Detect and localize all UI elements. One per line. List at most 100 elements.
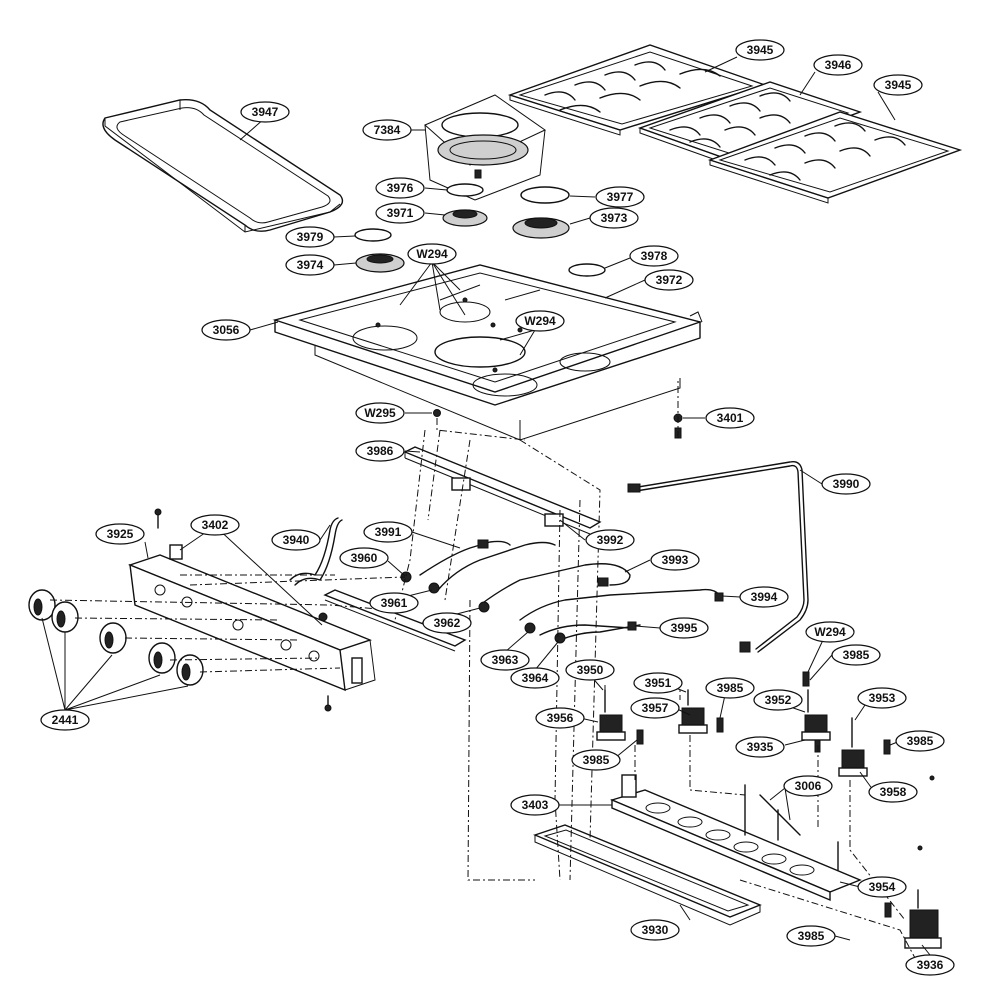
- svg-text:3962: 3962: [434, 616, 461, 630]
- callout-3964[interactable]: 3964: [510, 667, 560, 689]
- callout-3954[interactable]: 3954: [857, 876, 907, 898]
- knobs: [28, 589, 204, 686]
- svg-text:3940: 3940: [283, 533, 310, 547]
- callout-3940[interactable]: 3940: [271, 529, 321, 551]
- callout-3056[interactable]: 3056: [201, 319, 251, 341]
- callout-3986[interactable]: 3986: [355, 440, 405, 462]
- callout-3990[interactable]: 3990: [821, 473, 871, 495]
- svg-text:3954: 3954: [869, 880, 896, 894]
- svg-text:3952: 3952: [765, 693, 792, 707]
- callout-3985-c[interactable]: 3985: [571, 749, 621, 771]
- svg-text:3936: 3936: [917, 958, 944, 972]
- svg-text:W295: W295: [364, 406, 396, 420]
- callout-3978[interactable]: 3978: [629, 245, 679, 267]
- svg-text:W294: W294: [524, 314, 556, 328]
- svg-text:3985: 3985: [717, 681, 744, 695]
- callout-3992[interactable]: 3992: [585, 529, 635, 551]
- svg-text:7384: 7384: [374, 123, 401, 137]
- callout-3945-right[interactable]: 3945: [873, 74, 923, 96]
- svg-text:3957: 3957: [642, 701, 669, 715]
- knob-1: [28, 589, 56, 621]
- callout-3974[interactable]: 3974: [285, 254, 335, 276]
- svg-text:3995: 3995: [671, 621, 698, 635]
- svg-text:3953: 3953: [869, 691, 896, 705]
- svg-text:3972: 3972: [656, 273, 683, 287]
- callout-3951[interactable]: 3951: [633, 672, 683, 694]
- griddle: [102, 99, 344, 233]
- svg-text:3985: 3985: [798, 929, 825, 943]
- callout-3977[interactable]: 3977: [595, 186, 645, 208]
- callout-W294-mid[interactable]: W294: [515, 310, 565, 332]
- callout-3403[interactable]: 3403: [510, 794, 560, 816]
- igniter-switches: [596, 671, 942, 949]
- svg-text:3946: 3946: [825, 58, 852, 72]
- svg-text:3977: 3977: [607, 190, 634, 204]
- callout-3945-left[interactable]: 3945: [735, 39, 785, 61]
- callout-3973[interactable]: 3973: [589, 207, 639, 229]
- callout-3958[interactable]: 3958: [868, 781, 918, 803]
- callout-3947[interactable]: 3947: [240, 101, 290, 123]
- leader-lines: [41, 56, 931, 956]
- callout-3935[interactable]: 3935: [735, 736, 785, 758]
- callout-3976[interactable]: 3976: [375, 177, 425, 199]
- burner-caps: [354, 183, 606, 277]
- callout-2441[interactable]: 2441: [40, 709, 90, 731]
- cooktop: [272, 264, 703, 441]
- svg-text:3056: 3056: [213, 323, 240, 337]
- callout-3993[interactable]: 3993: [650, 549, 700, 571]
- callout-3972[interactable]: 3972: [644, 269, 694, 291]
- svg-text:3951: 3951: [645, 676, 672, 690]
- callout-3401[interactable]: 3401: [705, 407, 755, 429]
- callout-3963[interactable]: 3963: [480, 649, 530, 671]
- callout-3956[interactable]: 3956: [535, 707, 585, 729]
- svg-text:3963: 3963: [492, 653, 519, 667]
- switch-3952: [801, 689, 831, 741]
- callouts: 3945 3946 3945 3947 7384 3976 3977 3971 …: [40, 39, 955, 976]
- callout-3985-a[interactable]: 3985: [831, 644, 881, 666]
- callout-3971[interactable]: 3971: [375, 202, 425, 224]
- callout-3402[interactable]: 3402: [190, 514, 240, 536]
- callout-7384[interactable]: 7384: [362, 119, 412, 141]
- svg-text:3402: 3402: [202, 518, 229, 532]
- svg-text:3992: 3992: [597, 533, 624, 547]
- svg-text:3971: 3971: [387, 206, 414, 220]
- bottom-panel: [533, 824, 762, 926]
- gas-tubes: [419, 539, 724, 641]
- callout-3957[interactable]: 3957: [630, 697, 680, 719]
- callout-3985-d[interactable]: 3985: [895, 730, 945, 752]
- svg-text:3964: 3964: [522, 671, 549, 685]
- callout-3994[interactable]: 3994: [739, 586, 789, 608]
- svg-text:3961: 3961: [381, 596, 408, 610]
- callout-3961[interactable]: 3961: [369, 592, 419, 614]
- callout-3006[interactable]: 3006: [783, 775, 833, 797]
- callout-3962[interactable]: 3962: [422, 612, 472, 634]
- callout-3979[interactable]: 3979: [285, 226, 335, 248]
- callout-3985-b[interactable]: 3985: [705, 677, 755, 699]
- callout-3995[interactable]: 3995: [659, 617, 709, 639]
- callout-W295[interactable]: W295: [355, 402, 405, 424]
- svg-text:W294: W294: [416, 247, 448, 261]
- callout-W294-right[interactable]: W294: [805, 621, 855, 643]
- callout-3960[interactable]: 3960: [339, 547, 389, 569]
- callout-W294-top[interactable]: W294: [407, 243, 457, 265]
- callout-3936[interactable]: 3936: [905, 954, 955, 976]
- knob-4: [148, 642, 176, 674]
- svg-text:3006: 3006: [795, 779, 822, 793]
- svg-text:3978: 3978: [641, 249, 668, 263]
- svg-text:3985: 3985: [843, 648, 870, 662]
- callout-3985-e[interactable]: 3985: [786, 925, 836, 947]
- svg-text:3945: 3945: [885, 78, 912, 92]
- callout-3952[interactable]: 3952: [753, 689, 803, 711]
- svg-text:3935: 3935: [747, 740, 774, 754]
- callout-3953[interactable]: 3953: [857, 687, 907, 709]
- callout-3930[interactable]: 3930: [630, 919, 680, 941]
- manifold-bracket: [403, 446, 602, 535]
- callout-3950[interactable]: 3950: [565, 659, 615, 681]
- callout-3946[interactable]: 3946: [813, 54, 863, 76]
- callout-3991[interactable]: 3991: [363, 521, 413, 543]
- alignment-lines: [49, 380, 916, 959]
- svg-text:3403: 3403: [522, 798, 549, 812]
- callout-3925[interactable]: 3925: [95, 523, 145, 545]
- switch-3936: [904, 889, 942, 949]
